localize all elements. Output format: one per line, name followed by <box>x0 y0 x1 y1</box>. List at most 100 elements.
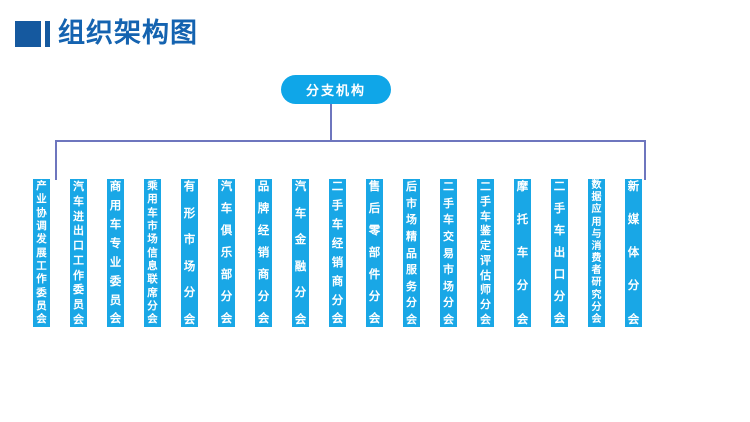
leaf-node-char: 会 <box>294 311 307 326</box>
leaf-node-char: 出 <box>553 245 566 260</box>
leaf-node-char: 市 <box>406 196 417 210</box>
leaf-node-char: 车 <box>109 216 122 231</box>
leaf-node[interactable]: 汽车俱乐部分会 <box>218 179 235 327</box>
leaf-node-char: 形 <box>183 205 196 220</box>
leaf-node-char: 二 <box>480 180 491 193</box>
leaf-node-char: 发 <box>36 233 47 246</box>
leaf-node-char: 委 <box>36 286 47 299</box>
leaf-node-char: 场 <box>406 213 417 227</box>
leaf-node-char: 手 <box>480 194 491 208</box>
leaf-node-char: 作 <box>73 268 84 282</box>
leaf-node-char: 委 <box>73 283 84 297</box>
leaf-node-char: 品 <box>257 179 270 193</box>
connector-drop-left <box>55 140 57 180</box>
leaf-node-char: 专 <box>109 235 122 250</box>
leaf-node-char: 车 <box>331 216 344 231</box>
leaf-node[interactable]: 摩托车分会 <box>514 179 531 327</box>
connector-horizontal-bus <box>55 140 646 142</box>
leaf-node-char: 究 <box>591 289 602 301</box>
leaf-node[interactable]: 产业协调发展工作委员会 <box>33 179 50 327</box>
leaf-node-char: 有 <box>183 179 196 193</box>
leaf-node-char: 汽 <box>73 180 84 193</box>
leaf-node-char: 会 <box>516 311 529 326</box>
leaf-node[interactable]: 有形市场分会 <box>181 179 198 327</box>
leaf-node-char: 会 <box>406 313 417 326</box>
leaf-node-char: 车 <box>220 201 233 216</box>
leaf-node[interactable]: 新媒体分会 <box>625 179 642 327</box>
leaf-node-char: 牌 <box>257 201 270 216</box>
leaf-node-char: 与 <box>591 228 602 240</box>
leaf-node-char: 工 <box>36 260 47 273</box>
leaf-node-char: 销 <box>331 254 344 269</box>
leaf-node-char: 会 <box>36 313 47 326</box>
leaf-node-char: 协 <box>36 206 47 219</box>
leaf-node-char: 分 <box>331 292 344 307</box>
leaf-node-char: 用 <box>109 197 122 212</box>
leaf-node-char: 体 <box>627 245 640 260</box>
leaf-node[interactable]: 后市场精品服务分会 <box>403 179 420 327</box>
leaf-node-char: 俱 <box>220 223 233 238</box>
leaf-node-char: 调 <box>36 220 47 233</box>
leaf-node-char: 会 <box>109 311 122 326</box>
leaf-node-char: 分 <box>294 285 307 299</box>
leaf-node[interactable]: 品牌经销商分会 <box>255 179 272 327</box>
leaf-node-char: 分 <box>443 296 454 310</box>
header-bar-decoration <box>45 21 50 47</box>
leaf-node-char: 员 <box>109 292 122 307</box>
leaf-node-char: 手 <box>553 201 566 216</box>
leaf-node[interactable]: 二手车交易市场分会 <box>440 179 457 327</box>
leaf-node-char: 信 <box>147 246 158 259</box>
leaf-node[interactable]: 售后零部件分会 <box>366 179 383 327</box>
leaf-node-char: 部 <box>368 245 381 260</box>
leaf-node-char: 作 <box>36 273 47 286</box>
leaf-node-char: 车 <box>480 209 491 223</box>
leaf-node[interactable]: 二手车出口分会 <box>551 179 568 327</box>
leaf-node-char: 口 <box>73 239 84 253</box>
leaf-node-char: 市 <box>183 232 196 246</box>
leaf-node-char: 分 <box>406 296 417 310</box>
leaf-node-char: 车 <box>147 206 158 219</box>
leaf-node-char: 分 <box>627 278 640 293</box>
root-node-label: 分支机构 <box>305 84 366 99</box>
leaf-node-char: 商 <box>257 267 270 282</box>
leaf-node-char: 会 <box>368 311 381 326</box>
leaf-node[interactable]: 数据应用与消费者研究分会 <box>588 179 605 327</box>
leaf-node[interactable]: 二手车经销商分会 <box>329 179 346 327</box>
leaf-node[interactable]: 商用车专业委员会 <box>107 179 124 327</box>
leaf-node[interactable]: 汽车金融分会 <box>292 179 309 327</box>
leaf-node-char: 会 <box>553 311 566 326</box>
leaf-node-char: 消 <box>591 240 602 252</box>
leaf-node-char: 评 <box>480 253 491 267</box>
root-node-branch-offices[interactable]: 分支机构 <box>281 75 391 104</box>
leaf-node-char: 业 <box>109 254 122 269</box>
leaf-node-char: 口 <box>553 267 566 282</box>
leaf-node-char: 师 <box>480 283 491 297</box>
leaf-node-char: 会 <box>480 312 491 326</box>
leaf-node[interactable]: 汽车进出口工作委员会 <box>70 179 87 327</box>
leaf-node-char: 二 <box>443 180 454 193</box>
leaf-node-char: 商 <box>331 273 344 288</box>
leaf-node-char: 分 <box>220 289 233 304</box>
leaf-node-char: 会 <box>331 311 344 326</box>
leaf-node-char: 息 <box>147 260 158 273</box>
leaf-node-char: 费 <box>591 253 602 265</box>
leaf-node-char: 销 <box>257 245 270 260</box>
leaf-node-char: 经 <box>257 223 270 238</box>
leaf-node-char: 出 <box>73 224 84 238</box>
leaf-node-char: 会 <box>591 313 602 325</box>
leaf-node-char: 托 <box>516 212 529 227</box>
leaf-node-char: 易 <box>443 246 454 260</box>
leaf-node-char: 精 <box>406 229 417 243</box>
leaf-node[interactable]: 二手车鉴定评估师分会 <box>477 179 494 327</box>
leaf-node-char: 经 <box>331 235 344 250</box>
leaf-node-char: 部 <box>220 267 233 282</box>
leaf-node-char: 务 <box>406 279 417 293</box>
leaf-node-char: 业 <box>36 193 47 206</box>
leaf-node-char: 车 <box>294 205 307 220</box>
leaf-node-char: 分 <box>516 278 529 293</box>
leaf-node-char: 手 <box>331 197 344 212</box>
leaf-node-char: 据 <box>591 192 602 204</box>
page-title: 组织架构图 <box>58 18 198 49</box>
leaf-node-char: 品 <box>406 246 417 260</box>
leaf-node[interactable]: 乘用车市场信息联席分会 <box>144 179 161 327</box>
